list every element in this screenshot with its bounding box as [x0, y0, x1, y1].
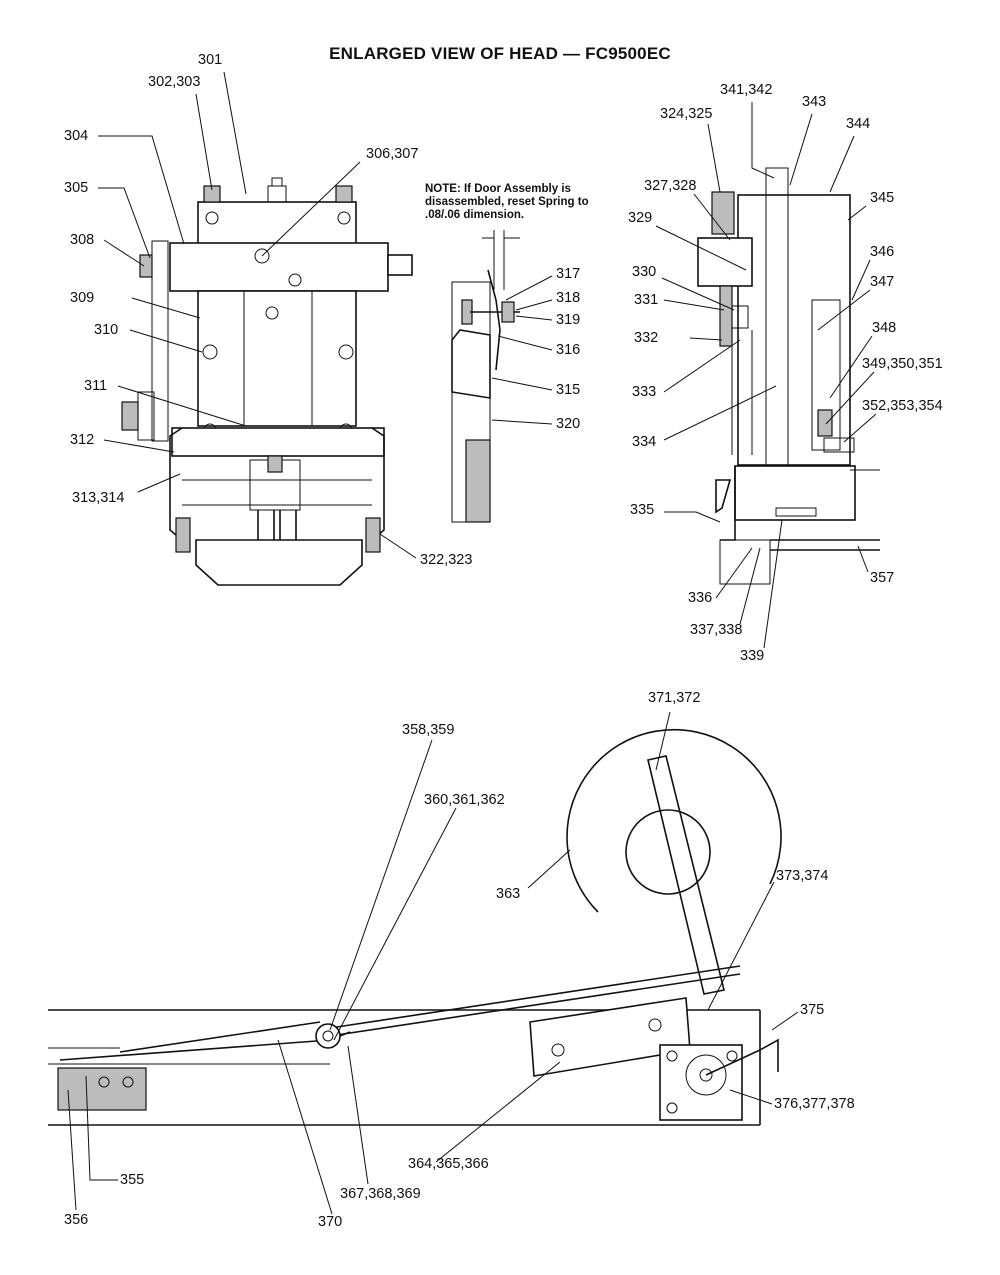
callout-360-361-362: 360,361,362: [424, 792, 505, 808]
door-assembly-note: NOTE: If Door Assembly is disassembled, …: [425, 183, 589, 221]
callout-343: 343: [802, 94, 827, 110]
callout-357: 357: [870, 570, 895, 586]
callout-356: 356: [64, 1212, 89, 1228]
callout-312: 312: [70, 432, 95, 448]
callout-301: 301: [198, 52, 223, 68]
callout-317: 317: [556, 266, 581, 282]
leader-lines: [67, 71, 877, 1215]
callout-329: 329: [628, 210, 653, 226]
callout-345: 345: [870, 190, 895, 206]
callout-330: 330: [632, 264, 657, 280]
callout-336: 336: [688, 590, 713, 606]
callout-355: 355: [120, 1172, 145, 1188]
callout-335: 335: [630, 502, 655, 518]
head-front-view: [121, 177, 413, 586]
callout-332: 332: [634, 330, 659, 346]
callout-339: 339: [740, 648, 765, 664]
callout-375: 375: [800, 1002, 825, 1018]
callout-334: 334: [632, 434, 657, 450]
callout-311: 311: [84, 378, 108, 394]
callout-341-342: 341,342: [720, 82, 773, 98]
callout-333: 333: [632, 384, 657, 400]
callout-310: 310: [94, 322, 119, 338]
callout-370: 370: [318, 1214, 343, 1230]
callout-376-377-378: 376,377,378: [774, 1096, 855, 1112]
callout-371-372: 371,372: [648, 690, 701, 706]
callout-324-325: 324,325: [660, 106, 713, 122]
callout-344: 344: [846, 116, 871, 132]
callout-319: 319: [556, 312, 581, 328]
callout-320: 320: [556, 416, 581, 432]
callout-347: 347: [870, 274, 895, 290]
callout-349-350-351: 349,350,351: [862, 356, 943, 372]
callout-309: 309: [70, 290, 95, 306]
callout-315: 315: [556, 382, 581, 398]
callout-346: 346: [870, 244, 895, 260]
callout-313-314: 313,314: [72, 490, 125, 506]
head-side-section: [697, 167, 880, 585]
callout-363: 363: [496, 886, 521, 902]
callout-302-303: 302,303: [148, 74, 201, 90]
callout-367-368-369: 367,368,369: [340, 1186, 421, 1202]
callout-337-338: 337,338: [690, 622, 743, 638]
callout-364-365-366: 364,365,366: [408, 1156, 489, 1172]
callout-327-328: 327,328: [644, 178, 697, 194]
callout-305: 305: [64, 180, 89, 196]
door-section-view: [451, 230, 520, 523]
callout-331: 331: [634, 292, 659, 308]
callout-316: 316: [556, 342, 581, 358]
callout-358-359: 358,359: [402, 722, 455, 738]
callout-348: 348: [872, 320, 897, 336]
conveyor-assembly: [48, 728, 782, 1126]
callout-304: 304: [64, 128, 89, 144]
callout-308: 308: [70, 232, 95, 248]
callout-352-353-354: 352,353,354: [862, 398, 943, 414]
callout-306-307: 306,307: [366, 146, 419, 162]
callout-318: 318: [556, 290, 581, 306]
callout-373-374: 373,374: [776, 868, 829, 884]
callout-322-323: 322,323: [420, 552, 473, 568]
diagram-title: ENLARGED VIEW OF HEAD — FC9500EC: [329, 44, 671, 63]
